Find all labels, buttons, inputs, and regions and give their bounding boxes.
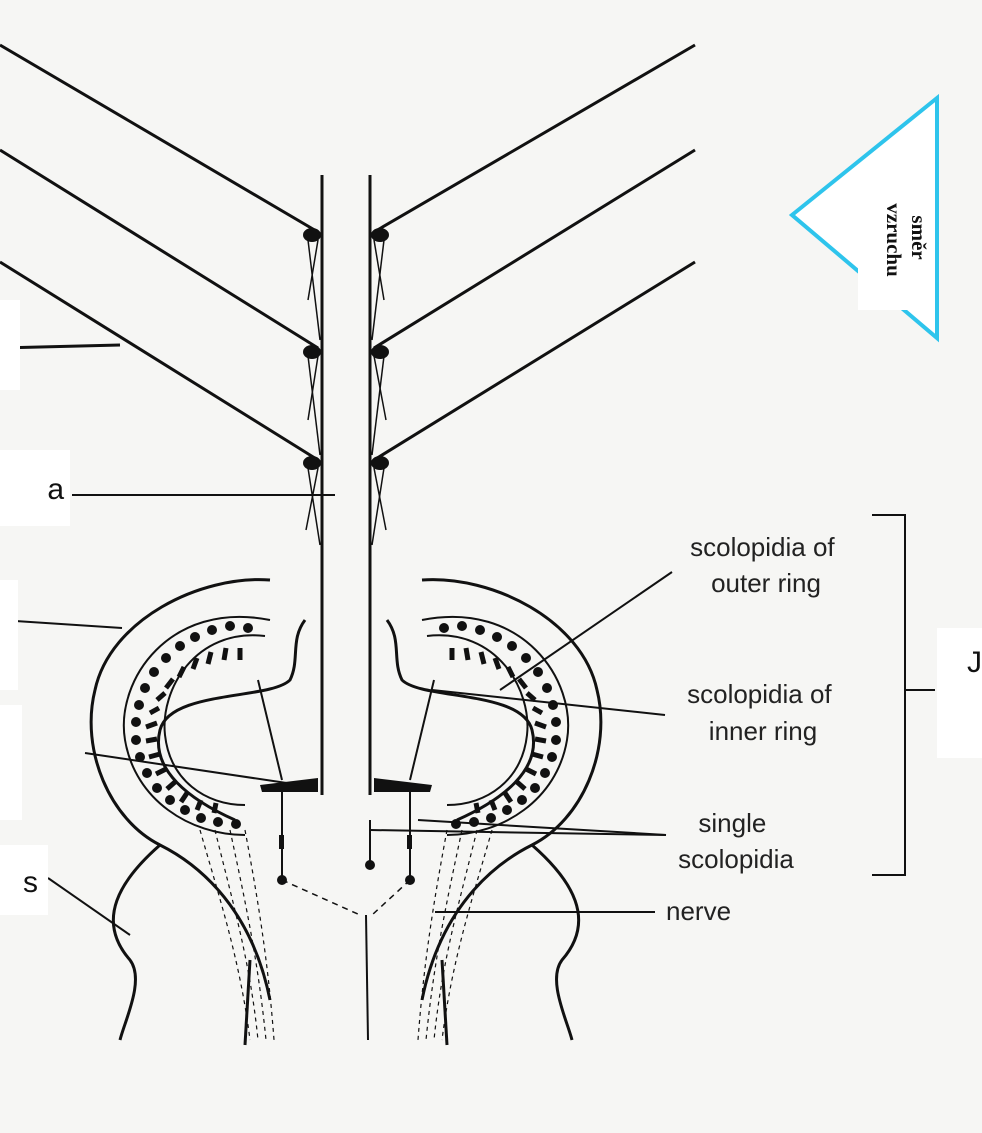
label-box-a: a [0, 450, 70, 526]
stimulus-triangle: směr vzruchu [792, 98, 937, 338]
label-s: s [23, 845, 38, 920]
pedicel-outline-left [91, 580, 305, 1045]
central-shaft [322, 175, 370, 795]
label-single-scolopidia: single scolopidia [678, 808, 794, 874]
label-inner-ring-line1: scolopidia of [687, 679, 832, 709]
right-bristle-joints [371, 228, 389, 470]
central-nerve [366, 915, 368, 1040]
label-outer-ring-line1: scolopidia of [690, 532, 835, 562]
label-outer-ring: scolopidia of outer ring [690, 532, 842, 598]
single-scolopidia [258, 680, 434, 880]
stimulus-text-line2: vzruchu [882, 203, 906, 277]
label-a: a [47, 450, 64, 530]
nerve-fibers-left [200, 830, 274, 1040]
label-inner-ring: scolopidia of inner ring [687, 679, 839, 746]
nerve-dashes [282, 880, 410, 915]
label-single-line2: scolopidia [678, 844, 794, 874]
right-bristles [374, 45, 695, 460]
label-box-top-left [0, 300, 20, 390]
pedicel-outline-right [387, 580, 601, 1045]
label-box-mid-left [0, 580, 18, 690]
j-bracket [872, 515, 935, 875]
left-tendons [306, 240, 320, 545]
label-box-j: J [937, 628, 982, 758]
label-j: J [967, 628, 982, 698]
left-bristles [0, 45, 318, 460]
label-nerve: nerve [666, 896, 731, 926]
label-box-left-lower [0, 705, 22, 820]
left-bristle-joints [303, 228, 321, 470]
label-inner-ring-line2: inner ring [709, 716, 817, 746]
label-single-line1: single [698, 808, 766, 838]
label-outer-ring-line2: outer ring [711, 568, 821, 598]
leader-lines [0, 495, 672, 935]
stimulus-text-line1: směr [907, 215, 931, 259]
single-scolopidia-cells [277, 835, 415, 885]
right-tendons [372, 240, 386, 545]
nerve-fibers-right [418, 830, 492, 1040]
label-box-s: s [0, 845, 48, 915]
basal-plates [260, 778, 432, 792]
